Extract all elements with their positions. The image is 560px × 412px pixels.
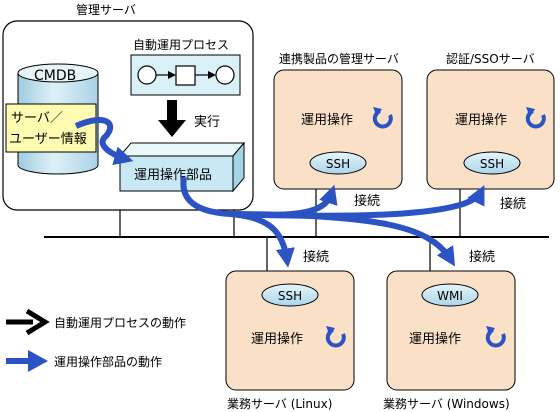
cmdb-label: CMDB: [34, 68, 76, 84]
legend-blue-label: 運用操作部品の動作: [54, 354, 162, 369]
info-line-1: サーバ／: [11, 111, 63, 126]
linked-product-server: 連携製品の管理サーバ 運用操作 SSH: [273, 51, 403, 190]
linked-server-title: 連携製品の管理サーバ: [279, 51, 399, 66]
windows-server-frame: [386, 270, 516, 391]
server-user-info-box: [5, 103, 97, 153]
info-line-2: ユーザー情報: [9, 132, 87, 147]
auth-server-frame: [426, 69, 555, 190]
connection-label-windows: 接続: [469, 249, 495, 265]
auth-server-title: 認証/SSOサーバ: [446, 51, 535, 66]
linux-server-frame: [225, 270, 355, 391]
rotate-icon: [485, 326, 506, 348]
connection-label-auth: 接続: [500, 196, 526, 212]
linked-op-label: 運用操作: [301, 112, 353, 128]
connection-label-linked: 接続: [354, 193, 380, 209]
windows-wmi-pill: [421, 283, 479, 307]
legend-blue-arrow: [6, 350, 48, 372]
auth-ssh-pill: [463, 151, 521, 175]
rotate-icon: [525, 107, 546, 129]
automated-process-flow: [130, 54, 241, 96]
process-title: 自動運用プロセス: [133, 38, 229, 52]
auth-sso-server: 認証/SSOサーバ 運用操作 SSH: [426, 51, 555, 190]
rotate-icon: [372, 107, 393, 129]
windows-op-label: 運用操作: [409, 331, 461, 347]
connection-label-linux: 接続: [303, 249, 329, 265]
operation-parts-box: 運用操作部品: [118, 141, 246, 193]
legend: 自動運用プロセスの動作 運用操作部品の動作: [6, 308, 186, 372]
legend-black-label: 自動運用プロセスの動作: [54, 316, 186, 330]
windows-server-title: 業務サーバ (Windows): [383, 397, 510, 411]
linked-server-frame: [273, 69, 403, 190]
cmdb-to-parts-arrow: [74, 117, 134, 166]
rotate-icon: [325, 326, 346, 348]
management-server-title: 管理サーバ: [76, 2, 136, 17]
exec-label: 実行: [194, 114, 220, 130]
auth-ssh-label: SSH: [480, 157, 504, 171]
linux-business-server: SSH 運用操作 業務サーバ (Linux): [225, 270, 355, 411]
operation-parts-label: 運用操作部品: [134, 167, 212, 183]
linux-ssh-label: SSH: [278, 289, 302, 303]
linux-ssh-pill: [261, 283, 319, 307]
windows-wmi-label: WMI: [437, 289, 463, 303]
arrow-to-windows-server: [229, 211, 456, 267]
legend-black-arrow: [6, 308, 50, 336]
linux-op-label: 運用操作: [251, 331, 303, 347]
auth-op-label: 運用操作: [455, 112, 507, 128]
management-server: 管理サーバ CMDB サーバ／ ユーザー情報 自動運用プロセス 実行: [2, 2, 254, 211]
linked-ssh-pill: [309, 151, 367, 175]
exec-arrow: [158, 100, 186, 137]
linux-server-title: 業務サーバ (Linux): [227, 397, 332, 411]
linked-ssh-label: SSH: [326, 157, 350, 171]
windows-business-server: WMI 運用操作 業務サーバ (Windows): [383, 270, 516, 411]
